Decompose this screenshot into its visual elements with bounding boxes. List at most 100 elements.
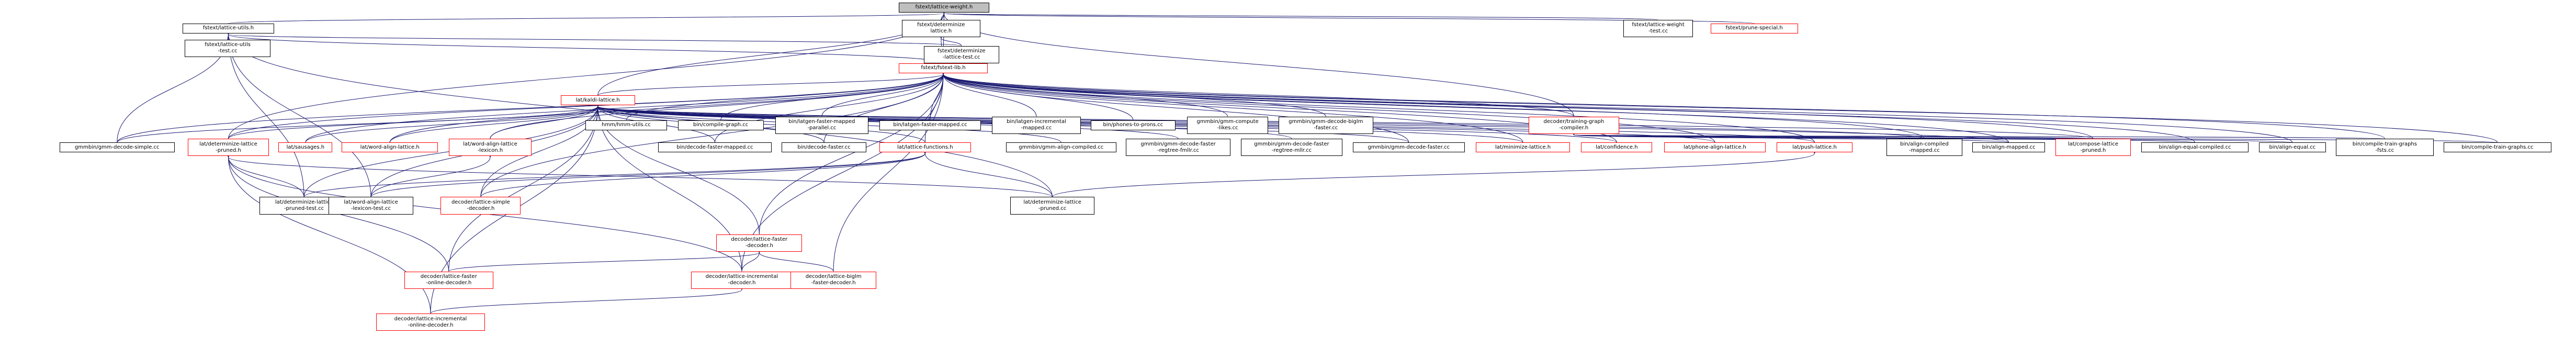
edge-layer xyxy=(117,10,2498,314)
graph-node-n15[interactable]: gmmbin/gmm-compute -likes.cc xyxy=(1187,116,1269,134)
graph-edge-n7-n33 xyxy=(941,71,1815,143)
graph-node-n22[interactable]: lat/word-align-lattice -lexicon.h xyxy=(448,139,532,156)
graph-node-n42[interactable]: lat/word-align-lattice -lexicon-test.cc xyxy=(329,197,413,215)
graph-edge-n0-n4 xyxy=(942,10,1755,24)
graph-node-n16[interactable]: gmmbin/gmm-decode-biglm -faster.cc xyxy=(1278,116,1373,134)
graph-edge-n7-n22 xyxy=(490,71,945,139)
graph-node-n23[interactable]: lat/lattice-functions.h xyxy=(879,142,971,153)
graph-edge-n7-n23 xyxy=(924,71,945,143)
graph-node-n7[interactable]: fstext/fstext-lib.h xyxy=(899,63,988,73)
graph-edge-n17-n36 xyxy=(1571,131,2094,139)
graph-node-n24[interactable]: bin/decode-faster-mapped.cc xyxy=(658,142,772,153)
graph-edge-n0-n3 xyxy=(942,10,1659,20)
graph-edge-n45-n46 xyxy=(448,250,761,272)
graph-edge-n7-n8 xyxy=(597,71,945,96)
graph-node-n18[interactable]: gmmbin/gmm-decode-simple.cc xyxy=(59,142,175,153)
graph-node-n31[interactable]: lat/confidence.h xyxy=(1581,142,1653,153)
graph-node-n35[interactable]: bin/align-mapped.cc xyxy=(1972,142,2046,153)
graph-edge-n1-n6 xyxy=(226,31,962,47)
graph-edge-n7-n38 xyxy=(941,71,2293,143)
graph-node-n49[interactable]: decoder/lattice-incremental -online-deco… xyxy=(376,314,485,331)
graph-edge-n7-n13 xyxy=(942,71,1037,117)
graph-edge-n8-n20 xyxy=(305,103,600,143)
graph-node-n39[interactable]: bin/compile-train-graphs -fsts.cc xyxy=(2336,139,2434,156)
graph-node-n17[interactable]: decoder/training-graph -compiler.h xyxy=(1529,116,1619,134)
graph-node-n5[interactable]: fstext/lattice-utils -test.cc xyxy=(185,39,271,57)
graph-edge-n8-n19 xyxy=(228,103,600,139)
graph-edge-n1-n44 xyxy=(227,31,1053,197)
graph-node-n46[interactable]: decoder/lattice-faster -online-decoder.h xyxy=(404,271,493,289)
graph-node-n2[interactable]: fstext/determinize lattice.h xyxy=(901,19,980,38)
graph-node-n1[interactable]: fstext/lattice-utils.h xyxy=(182,23,275,33)
graph-node-n25[interactable]: bin/decode-faster.cc xyxy=(782,142,866,153)
graph-node-n13[interactable]: bin/latgen-incremental -mapped.cc xyxy=(992,116,1081,134)
graph-node-n40[interactable]: bin/compile-train-graphs.cc xyxy=(2443,142,2551,153)
graph-edge-n7-n30 xyxy=(941,71,1523,143)
graph-node-n33[interactable]: lat/push-lattice.h xyxy=(1777,142,1852,153)
graph-edge-n23-n43 xyxy=(480,150,927,197)
graph-edge-n2-n6 xyxy=(939,35,962,46)
graph-edge-n0-n17 xyxy=(942,10,1574,117)
graph-edge-n7-n17 xyxy=(941,71,1574,117)
graph-edge-n7-n37 xyxy=(941,71,2196,143)
graph-node-n29[interactable]: gmmbin/gmm-decode-faster.cc xyxy=(1352,142,1465,153)
graph-edge-n22-n42 xyxy=(370,154,492,197)
graph-edge-n45-n48 xyxy=(758,250,834,272)
graph-node-n28[interactable]: gmmbin/gmm-decode-faster -regtree-mllr.c… xyxy=(1240,139,1343,156)
graph-node-n11[interactable]: bin/latgen-faster-mapped -parallel.cc xyxy=(775,116,868,134)
graph-node-n36[interactable]: lat/compose-lattice -pruned.h xyxy=(2055,139,2131,156)
graph-node-n34[interactable]: bin/align-compiled -mapped.cc xyxy=(1886,139,1962,156)
graph-node-n30[interactable]: lat/minimize-lattice.h xyxy=(1475,142,1571,153)
graph-edge-n23-n42 xyxy=(370,150,927,197)
graph-edge-n8-n22 xyxy=(490,103,600,139)
graph-edge-n45-n47 xyxy=(741,250,761,272)
graph-node-n48[interactable]: decoder/lattice-biglm -faster-decoder.h xyxy=(790,271,877,289)
graph-edge-n7-n11 xyxy=(821,71,945,117)
graph-edge-n1-n7 xyxy=(227,31,944,64)
graph-node-n32[interactable]: lat/phone-align-lattice.h xyxy=(1664,142,1766,153)
graph-node-n47[interactable]: decoder/lattice-incremental -decoder.h xyxy=(691,271,793,289)
graph-edge-n8-n21 xyxy=(389,103,600,143)
graph-edge-n1-n41 xyxy=(227,31,304,197)
graph-node-n19[interactable]: lat/determinize-lattice -pruned.h xyxy=(187,139,269,156)
graph-node-n20[interactable]: lat/sausages.h xyxy=(278,142,333,153)
graph-edge-n7-n19 xyxy=(228,71,945,139)
graph-node-n26[interactable]: gmmbin/gmm-align-compiled.cc xyxy=(1005,142,1116,153)
graph-node-n44[interactable]: lat/determinize-lattice -pruned.cc xyxy=(1010,197,1095,215)
graph-edge-n47-n49 xyxy=(430,287,744,314)
graph-edge-n23-n44 xyxy=(923,150,1053,197)
graph-node-n6[interactable]: fstext/determinize -lattice-test.cc xyxy=(923,46,1000,63)
graph-node-n45[interactable]: decoder/lattice-faster -decoder.h xyxy=(716,234,803,252)
graph-edge-n7-n48 xyxy=(833,71,945,272)
graph-edge-n0-n8 xyxy=(597,10,946,96)
graph-node-n8[interactable]: lat/kaldi-lattice.h xyxy=(560,95,635,106)
graph-edge-n19-n49 xyxy=(227,154,431,314)
graph-node-n21[interactable]: lat/word-align-lattice.h xyxy=(342,142,438,153)
graph-edge-n7-n35 xyxy=(941,71,2009,143)
graph-edge-n23-n41 xyxy=(303,150,927,197)
graph-edge-n7-n20 xyxy=(305,71,945,143)
graph-node-n10[interactable]: bin/compile-graph.cc xyxy=(677,120,764,130)
graph-edge-n7-n45 xyxy=(759,71,945,234)
graph-node-n37[interactable]: bin/align-equal-compiled.cc xyxy=(2141,142,2249,153)
graph-edge-n0-n1 xyxy=(228,10,946,24)
graph-node-n43[interactable]: decoder/lattice-simple -decoder.h xyxy=(440,197,521,215)
graph-node-n3[interactable]: fstext/lattice-weight -test.cc xyxy=(1623,19,1693,38)
graph-edge-n17-n39 xyxy=(1571,131,2385,139)
graph-node-n27[interactable]: gmmbin/gmm-decode-faster -regtree-fmllr.… xyxy=(1125,139,1231,156)
graph-node-n14[interactable]: bin/phones-to-prons.cc xyxy=(1091,120,1176,130)
graph-node-n38[interactable]: bin/align-equal.cc xyxy=(2258,142,2326,153)
graph-node-n4[interactable]: fstext/prune-special.h xyxy=(1710,23,1798,33)
graph-node-n9[interactable]: hmm/hmm-utils.cc xyxy=(585,120,667,130)
graph-edge-n0-n19 xyxy=(228,10,946,139)
graph-edge-n7-n21 xyxy=(389,71,945,143)
graph-edge-n1-n42 xyxy=(227,31,371,197)
graph-node-n0[interactable]: fstext/lattice-weight.h xyxy=(899,2,989,13)
graph-edge-n7-n39 xyxy=(941,71,2385,139)
graph-edge-n8-n46 xyxy=(448,103,600,272)
graph-edge-n7-n40 xyxy=(941,71,2498,143)
graph-edge-n19-n41 xyxy=(227,154,304,197)
graph-edge-n19-n44 xyxy=(227,154,1053,197)
graph-node-n12[interactable]: bin/latgen-faster-mapped.cc xyxy=(879,120,981,130)
